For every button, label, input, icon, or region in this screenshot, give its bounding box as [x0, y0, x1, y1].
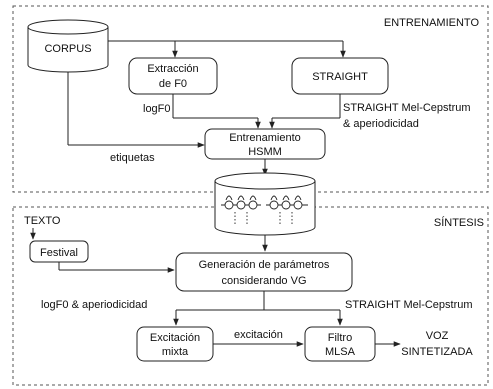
- mixed-excitation-line1: Excitación: [150, 332, 200, 344]
- straight-to-hsmm-arrow: [269, 94, 341, 129]
- edge-label-logf0: logF0: [143, 103, 171, 115]
- edge-label-straight-mel-cepstrum: STRAIGHT Mel-Cepstrum: [345, 299, 473, 311]
- mixed-excitation-line2: mixta: [162, 346, 189, 358]
- edge-label-logf0-aperiodicity: logF0 & aperiodicidad: [41, 299, 147, 311]
- mlsa-filter-line2: MLSA: [325, 346, 356, 358]
- param-generation-line1: Generación de parámetros: [199, 259, 330, 271]
- hmm-state-chain-icon: [221, 195, 308, 226]
- festival-label: Festival: [40, 247, 78, 259]
- param-generation-line2: considerando VG: [222, 275, 307, 287]
- edge-label-excitacion: excitación: [234, 329, 283, 341]
- straight-label: STRAIGHT: [312, 71, 368, 83]
- f0-extraction-line2: de F0: [159, 78, 187, 90]
- hsmm-training-line1: Entrenamiento: [229, 132, 301, 144]
- corpus-to-f0-arrow: [108, 40, 343, 58]
- edge-label-etiquetas: etiquetas: [110, 152, 155, 164]
- f0-to-hsmm-arrow: [172, 94, 261, 129]
- corpus-label: CORPUS: [44, 43, 91, 55]
- f0-extraction-line1: Extracción: [147, 63, 198, 75]
- text-input-label: TEXTO: [24, 215, 61, 227]
- edge-label-straight-features-1: STRAIGHT Mel-Cepstrum: [343, 102, 471, 114]
- hsmm-training-line2: HSMM: [248, 146, 282, 158]
- corpus-to-hsmm-labels-arrow: [67, 72, 205, 148]
- corpus-database: [27, 19, 109, 73]
- output-line2: SINTETIZADA: [401, 346, 473, 358]
- edge-label-straight-features-2: & aperiodicidad: [343, 118, 419, 130]
- synthesis-section-label: SÍNTESIS: [434, 216, 484, 229]
- mlsa-filter-line1: Filtro: [328, 332, 352, 344]
- generation-to-excitation-arrow: [173, 291, 340, 326]
- training-section-label: ENTRENAMIENTO: [384, 17, 480, 29]
- output-line1: VOZ: [426, 330, 449, 342]
- synthesis-section-border: [12, 206, 489, 386]
- hmm-model-database: [214, 172, 316, 236]
- festival-to-generation-arrow: [58, 262, 175, 273]
